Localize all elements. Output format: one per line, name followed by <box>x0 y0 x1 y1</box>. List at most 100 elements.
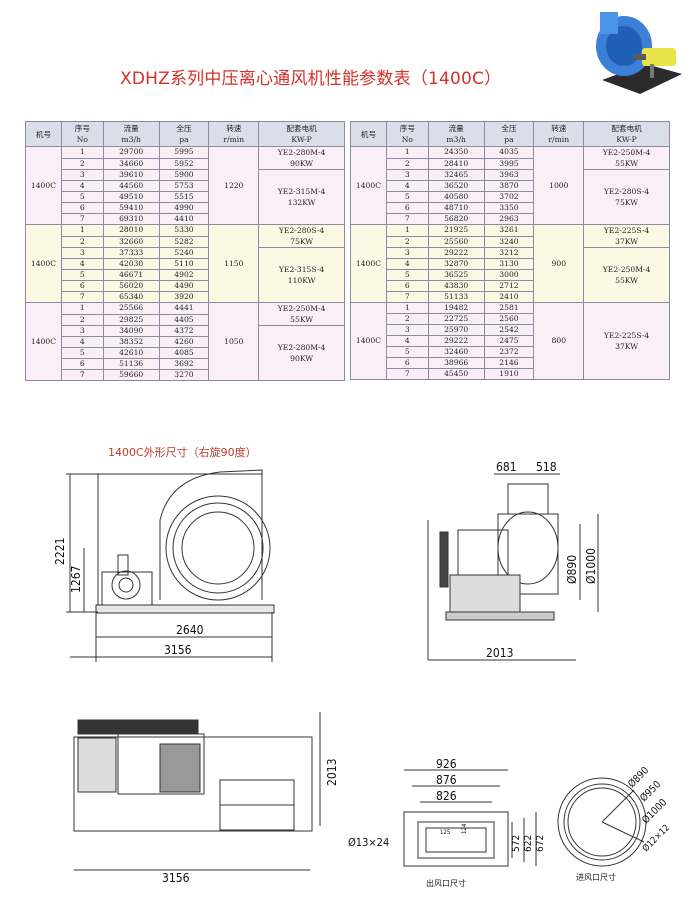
pressure-cell: 2712 <box>483 280 535 292</box>
flow-cell: 29222 <box>427 247 485 259</box>
no-cell: 2 <box>385 235 429 248</box>
pressure-cell: 4490 <box>158 280 210 292</box>
flow-cell: 25560 <box>427 235 485 248</box>
pressure-cell: 3692 <box>158 358 210 370</box>
no-cell: 3 <box>385 169 429 181</box>
flow-cell: 22725 <box>427 313 485 325</box>
dim-front-shaft: 1267 <box>69 566 83 593</box>
pressure-cell: 3240 <box>483 235 535 248</box>
dim-outlet-672: 672 <box>535 835 546 852</box>
dim-outlet-876: 876 <box>436 773 457 787</box>
flow-cell: 40580 <box>427 191 485 203</box>
model-cell: 1400C <box>350 224 387 303</box>
pressure-cell: 3870 <box>483 180 535 192</box>
no-cell: 3 <box>385 247 429 259</box>
pressure-cell: 3270 <box>158 369 210 381</box>
inlet-flange-drawing <box>557 777 647 867</box>
flow-cell: 59410 <box>102 202 160 214</box>
flow-cell: 51133 <box>427 291 485 303</box>
no-cell: 5 <box>385 191 429 203</box>
no-cell: 1 <box>385 302 429 314</box>
pressure-cell: 5515 <box>158 191 210 203</box>
no-cell: 7 <box>60 369 104 381</box>
no-cell: 2 <box>60 313 104 326</box>
no-cell: 3 <box>385 324 429 336</box>
pressure-cell: 3702 <box>483 191 535 203</box>
no-cell: 4 <box>60 258 104 270</box>
outlet-flange-drawing <box>403 811 509 867</box>
pressure-cell: 4990 <box>158 202 210 214</box>
pressure-cell: 3920 <box>158 291 210 303</box>
no-cell: 6 <box>60 202 104 214</box>
pressure-cell: 2581 <box>483 302 535 314</box>
flow-cell: 69310 <box>102 213 160 225</box>
flow-cell: 25970 <box>427 324 485 336</box>
pressure-cell: 5753 <box>158 180 210 192</box>
flow-cell: 32660 <box>102 235 160 248</box>
flow-cell: 34090 <box>102 325 160 337</box>
flow-cell: 25566 <box>102 302 160 315</box>
pressure-cell: 4441 <box>158 302 210 315</box>
flow-cell: 38352 <box>102 336 160 348</box>
no-cell: 1 <box>60 146 104 159</box>
flow-cell: 51136 <box>102 358 160 370</box>
dim-outlet-622: 622 <box>523 835 534 852</box>
no-cell: 4 <box>385 180 429 192</box>
no-cell: 7 <box>60 213 104 225</box>
model-cell: 1400C <box>25 302 62 381</box>
dim-inlet-950: Ø950 <box>638 778 664 804</box>
flow-cell: 42610 <box>102 347 160 359</box>
flow-cell: 32460 <box>427 346 485 358</box>
flow-cell: 29222 <box>427 335 485 347</box>
inlet-size-label: 进风口尺寸 <box>576 873 616 882</box>
pressure-cell: 3963 <box>483 169 535 181</box>
speed-cell: 800 <box>533 302 585 380</box>
flow-cell: 29825 <box>102 313 160 326</box>
pressure-cell: 4035 <box>483 146 535 159</box>
pressure-cell: 3261 <box>483 224 535 237</box>
dim-inlet-holes: Ø12×12 <box>640 822 672 854</box>
dim-outlet-572: 572 <box>511 835 522 852</box>
header-model: 机号 <box>350 121 387 147</box>
flow-cell: 46671 <box>102 269 160 281</box>
dim-inlet-1000: Ø1000 <box>640 796 670 826</box>
flow-cell: 48710 <box>427 202 485 214</box>
pressure-cell: 2410 <box>483 291 535 303</box>
pressure-cell: 5110 <box>158 258 210 270</box>
flow-cell: 24350 <box>427 146 485 159</box>
no-cell: 7 <box>60 291 104 303</box>
no-cell: 6 <box>385 202 429 214</box>
flow-cell: 37333 <box>102 247 160 259</box>
side-view-drawing <box>439 483 559 621</box>
pressure-cell: 3350 <box>483 202 535 214</box>
no-cell: 6 <box>60 358 104 370</box>
pressure-cell: 5330 <box>158 224 210 237</box>
dim-top-len: 3156 <box>162 871 190 885</box>
pressure-cell: 5240 <box>158 247 210 259</box>
no-cell: 4 <box>60 336 104 348</box>
